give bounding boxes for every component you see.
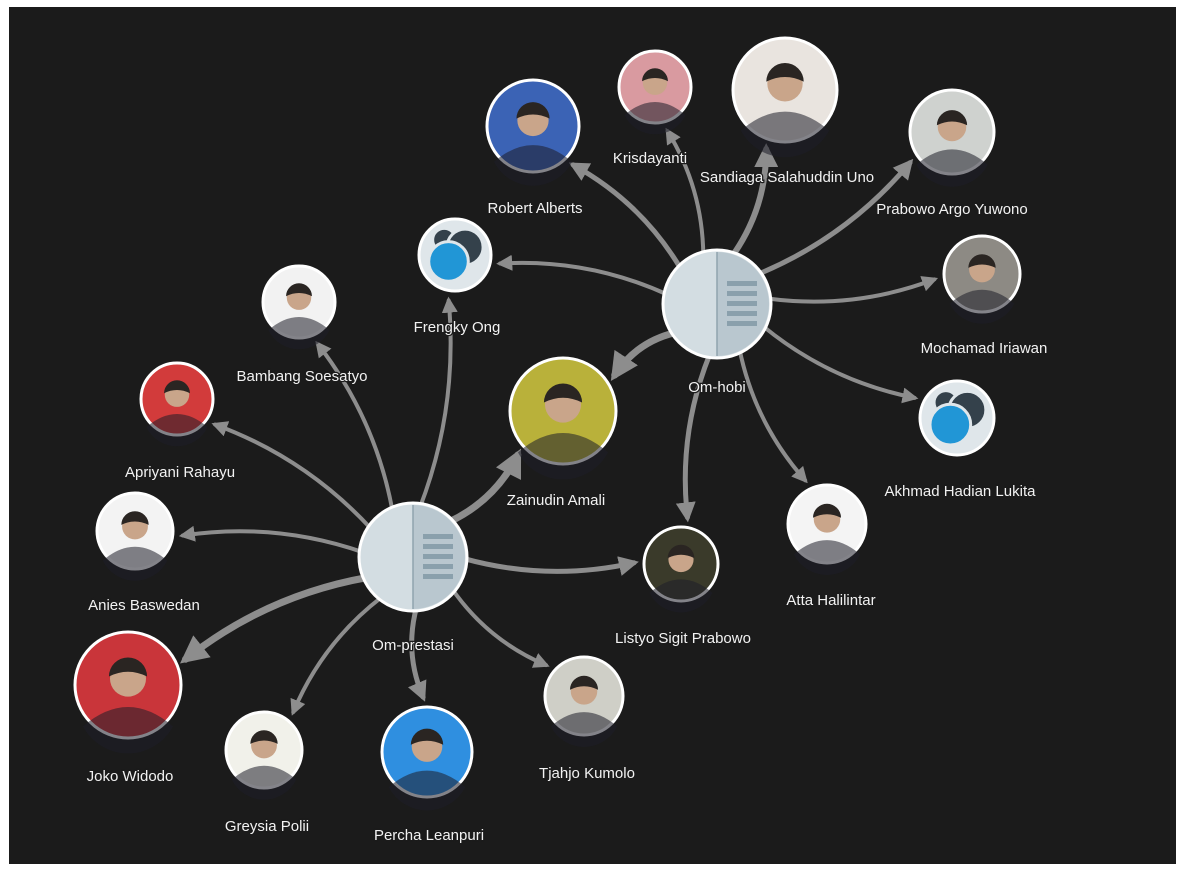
person-label: Krisdayanti (613, 150, 687, 167)
person-node-akhmad-hadian[interactable]: Akhmad Hadian Lukita (883, 379, 1037, 501)
person-label: Bambang Soesatyo (237, 368, 368, 385)
document-icon (716, 252, 769, 356)
person-label: Listyo Sigit Prabowo (615, 630, 751, 647)
person-label: Tjahjo Kumolo (539, 765, 635, 782)
person-node-apriyani[interactable]: Apriyani Rahayu (124, 361, 236, 482)
hub-node-om-hobi[interactable]: Om-hobi (661, 248, 773, 397)
edge-om-prestasi-to-frengky-ong (417, 296, 458, 510)
edge-om-hobi-to-sandiaga (729, 143, 779, 260)
edge-om-hobi-to-mochamad-iriawan (764, 276, 939, 304)
edge-om-hobi-to-akhmad-hadian (760, 323, 919, 404)
person-node-greysia[interactable]: Greysia Polii (224, 710, 310, 836)
person-label: Frengky Ong (414, 319, 501, 336)
default-avatar-icon (427, 226, 485, 283)
person-node-robert-alberts[interactable]: Robert Alberts (485, 78, 584, 218)
person-node-percha[interactable]: Percha Leanpuri (373, 705, 485, 845)
hub-node-om-prestasi[interactable]: Om-prestasi (357, 501, 469, 655)
default-avatar-icon (928, 389, 988, 447)
person-label: Akhmad Hadian Lukita (885, 483, 1037, 500)
person-label: Zainudin Amali (507, 492, 605, 509)
person-photo-icon (949, 254, 1015, 324)
person-photo-icon (388, 728, 466, 811)
edge-om-prestasi-to-zainudin-amali (445, 448, 522, 526)
person-node-listyo[interactable]: Listyo Sigit Prabowo (614, 525, 752, 648)
edge-om-prestasi-to-listyo (460, 555, 639, 576)
edge-om-hobi-to-krisdayanti (665, 127, 706, 258)
edge-om-hobi-to-prabowo-argo (754, 158, 914, 277)
person-photo-icon (624, 68, 686, 135)
person-photo-icon (268, 283, 330, 350)
person-photo-icon (231, 730, 297, 800)
person-label: Robert Alberts (487, 200, 582, 217)
person-node-mochamad-iriawan[interactable]: Mochamad Iriawan (919, 234, 1049, 358)
person-photo-icon (517, 383, 609, 480)
edge-om-prestasi-to-percha (407, 604, 427, 702)
person-label: Prabowo Argo Yuwono (876, 201, 1028, 218)
edge-om-prestasi-to-greysia (290, 594, 385, 716)
hub-label: Om-prestasi (372, 637, 454, 654)
person-node-bambang-soesatyo[interactable]: Bambang Soesatyo (235, 264, 369, 386)
person-photo-icon (793, 503, 861, 575)
edge-om-hobi-to-atta (737, 346, 808, 484)
edge-om-prestasi-to-tjahjo (449, 586, 550, 668)
person-label: Percha Leanpuri (374, 827, 484, 844)
person-label: Apriyani Rahayu (125, 464, 235, 481)
edge-om-prestasi-to-apriyani (211, 421, 374, 532)
person-label: Greysia Polii (225, 818, 309, 835)
edge-om-prestasi-to-anies (178, 525, 366, 555)
person-label: Atta Halilintar (786, 592, 875, 609)
person-label: Mochamad Iriawan (921, 340, 1048, 357)
person-node-sandiaga[interactable]: Sandiaga Salahuddin Uno (699, 36, 875, 187)
edge-om-hobi-to-frengky-ong (496, 254, 670, 297)
document-icon (412, 505, 465, 609)
person-photo-icon (740, 62, 830, 158)
person-node-zainudin-amali[interactable]: Zainudin Amali (506, 356, 618, 510)
person-photo-icon (916, 110, 988, 187)
person-node-joko[interactable]: Joko Widodo (73, 630, 183, 786)
person-node-prabowo-argo[interactable]: Prabowo Argo Yuwono (875, 88, 1029, 219)
edge-om-hobi-to-robert-alberts (568, 162, 684, 272)
edge-om-prestasi-to-joko (180, 574, 371, 664)
edge-om-prestasi-to-bambang-soesatyo (315, 340, 395, 514)
person-label: Sandiaga Salahuddin Uno (700, 169, 874, 186)
edge-om-hobi-to-listyo (675, 351, 713, 523)
person-node-anies[interactable]: Anies Baswedan (87, 491, 201, 615)
person-node-tjahjo[interactable]: Tjahjo Kumolo (538, 655, 636, 783)
person-photo-icon (146, 380, 208, 447)
hub-label: Om-hobi (688, 379, 746, 396)
person-label: Anies Baswedan (88, 597, 200, 614)
person-photo-icon (82, 657, 174, 754)
person-node-atta[interactable]: Atta Halilintar (785, 483, 877, 610)
person-photo-icon (493, 102, 573, 186)
person-label: Joko Widodo (87, 768, 174, 785)
person-node-frengky-ong[interactable]: Frengky Ong (412, 217, 502, 337)
person-photo-icon (550, 675, 618, 747)
edges-layer (178, 127, 939, 716)
person-photo-icon (649, 544, 713, 613)
person-photo-icon (102, 511, 168, 581)
edge-om-hobi-to-zainudin-amali (610, 329, 680, 381)
person-node-krisdayanti[interactable]: Krisdayanti (612, 49, 693, 168)
